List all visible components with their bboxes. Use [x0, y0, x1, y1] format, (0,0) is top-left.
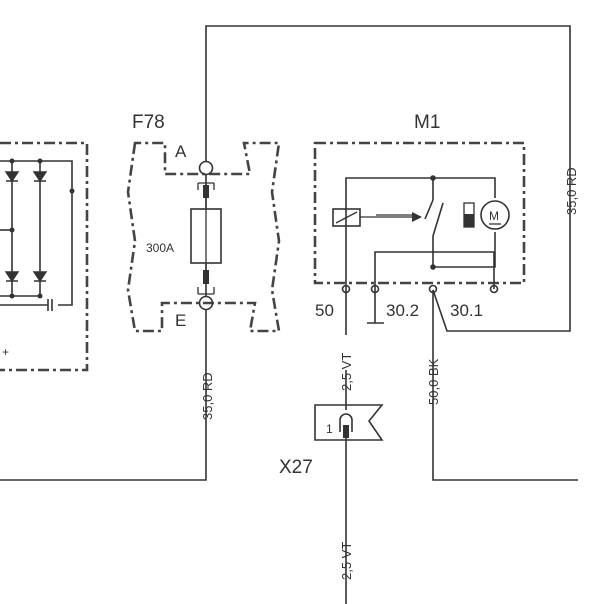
terminal-50: 50	[315, 301, 334, 320]
fuse-terminal-a	[198, 160, 214, 176]
fuse-pin-a: A	[175, 142, 187, 161]
wire-label-terminal-50: 2,5 VT	[339, 353, 354, 391]
starter-ref: M1	[414, 112, 440, 133]
rectifier-block: +	[0, 141, 89, 372]
motor-label: M	[489, 209, 499, 223]
wire-label-fuse-bottom: 35,0 RD	[200, 372, 215, 420]
terminal-30-1: 30.1	[450, 301, 483, 320]
fuse-rating: 300A	[146, 241, 174, 255]
wire-label-right-top: 35,0 RD	[564, 167, 579, 215]
terminal-30-2: 30.2	[386, 301, 419, 320]
fuse-f78: F78 A E 300A	[126, 112, 281, 333]
fuse-pin-e: E	[175, 311, 186, 330]
plus-mark: +	[2, 345, 9, 359]
wire-label-connector-out: 2,5 VT	[339, 542, 354, 580]
fuse-ref: F78	[132, 112, 165, 133]
wire-label-terminal-30-1: 50,0 BK	[426, 358, 441, 405]
connector-x27: 1 X27	[279, 404, 384, 478]
starter-m1: M1 M 50 30.2 30.1	[313, 112, 526, 324]
fuse-terminal-e	[198, 295, 214, 311]
motor-symbol	[480, 200, 510, 230]
connector-ref: X27	[279, 457, 313, 478]
wire-labels: 35,0 RD 35,0 RD 2,5 VT 50,0 BK 2,5 VT	[200, 167, 579, 580]
connector-pin: 1	[326, 422, 333, 436]
wires	[0, 25, 578, 604]
